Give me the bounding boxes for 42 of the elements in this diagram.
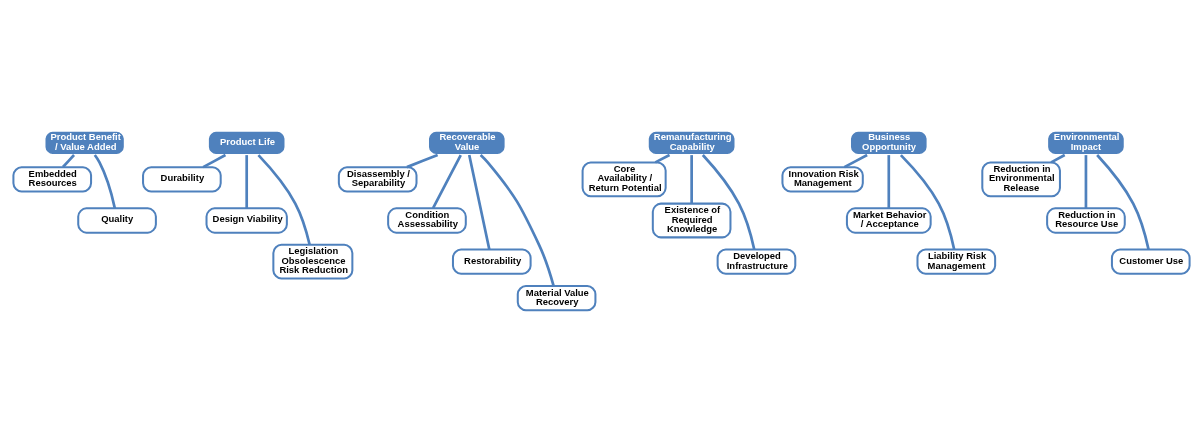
node-box: Existence of Required Knowledge [651, 202, 732, 239]
connector [1084, 155, 1088, 209]
node-box: Durability [142, 166, 222, 193]
connector [654, 153, 671, 164]
connector [899, 154, 956, 250]
node-box: Recoverable Value [426, 129, 507, 157]
connector [406, 153, 439, 169]
connector [701, 154, 756, 250]
node-box: Quality [77, 207, 157, 234]
node-box: Liability Risk Management [916, 248, 997, 275]
connector [93, 154, 117, 209]
node-box: Reduction in Resource Use [1046, 207, 1126, 234]
connector [431, 154, 462, 209]
node-box: Condition Assessability [387, 207, 467, 234]
connector [245, 155, 249, 209]
node-box: Material Value Recovery [516, 284, 597, 312]
connector [1050, 153, 1066, 164]
node-box: Product Life [206, 129, 287, 157]
node-box: Core Availability / Return Potential [581, 161, 667, 198]
node-box: Reduction in Environmental Release [981, 161, 1061, 198]
connector [257, 154, 311, 246]
connector [479, 154, 555, 287]
node-box: Embedded Resources [12, 166, 93, 193]
node-box: Disassembly / Separability [337, 166, 418, 193]
connector [202, 153, 227, 169]
node-box: Customer Use [1110, 248, 1191, 275]
node-box: Business Opportunity [848, 129, 929, 157]
connector [62, 154, 76, 168]
node-box: Legislation Obsolescence Risk Reduction [272, 243, 354, 280]
node-box: Restorability [451, 248, 532, 275]
node-box: Innovation Risk Management [781, 166, 864, 193]
connector [467, 154, 491, 250]
connector [887, 155, 891, 209]
connector [690, 155, 693, 204]
node-box: Design Viability [205, 207, 288, 234]
node-box: Remanufacturing Capability [646, 129, 737, 157]
connector [843, 153, 868, 169]
node-box: Environmental Impact [1046, 129, 1126, 157]
node-box: Developed Infrastructure [716, 248, 797, 275]
node-box: Market Behavior / Acceptance [845, 207, 932, 234]
connector [1096, 154, 1150, 250]
node-box: Product Benefit / Value Added [43, 129, 126, 157]
